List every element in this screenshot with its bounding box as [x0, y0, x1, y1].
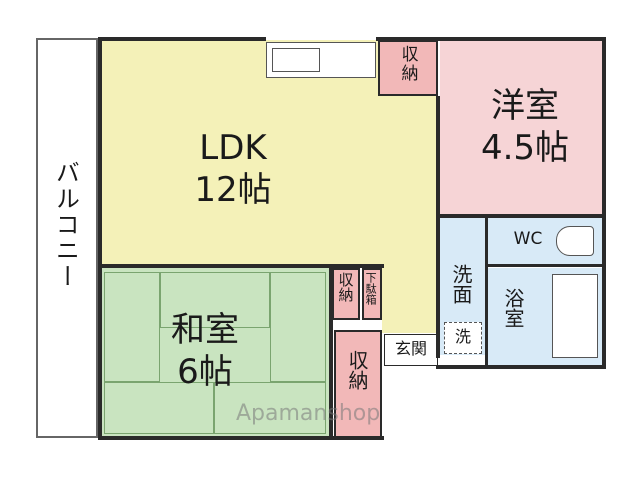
storage-mid-label: 収納: [336, 272, 355, 302]
balcony: [36, 38, 98, 438]
room-ldk-lower: [382, 265, 438, 333]
toilet-icon: [556, 226, 594, 256]
wall-right: [602, 37, 606, 368]
tatami-1: [104, 272, 160, 382]
ldk-size: 12帖: [194, 170, 272, 210]
wall-top-a: [98, 37, 266, 41]
wall-wc-bath: [486, 264, 606, 267]
wall-bottom-right: [436, 365, 606, 369]
balcony-label: バルコニー: [51, 160, 80, 290]
storage-bottom-label: 収納: [345, 350, 369, 390]
washitsu-name: 和室: [171, 310, 239, 350]
wall-bottom-left: [98, 436, 384, 440]
room-washitsu: [100, 268, 330, 438]
storage-mid: [332, 268, 360, 320]
washer-space: [444, 322, 482, 354]
wc-label: WC: [513, 229, 543, 249]
tatami-5: [214, 382, 326, 434]
yokushitsu-label: 浴室: [501, 288, 525, 328]
getabako: [362, 268, 382, 320]
wall-top-b: [376, 37, 606, 41]
bathtub-icon: [552, 274, 598, 358]
getabako-label: 下駄箱: [364, 272, 378, 305]
wall-youshitsu-bottom: [436, 214, 606, 218]
youshitsu-name: 洋室: [491, 86, 559, 126]
tatami-2: [160, 272, 270, 328]
storage-bottom: [334, 330, 382, 438]
washer-label: 洗: [454, 327, 471, 346]
washitsu-size: 6帖: [177, 352, 233, 392]
kitchen-sink: [272, 48, 320, 72]
ldk-name: LDK: [199, 128, 267, 168]
tatami-3: [270, 272, 326, 382]
wall-left: [98, 37, 102, 440]
storage-top: [378, 40, 438, 96]
senmen-label: 洗面: [449, 264, 473, 304]
wall-washitsu-right: [329, 264, 333, 440]
watermark: Apamanshop: [236, 401, 381, 426]
wall-ldk-youshitsu: [436, 96, 440, 358]
room-genkan: [384, 334, 438, 366]
wall-ldk-washitsu: [98, 264, 384, 268]
storage-top-label: 収納: [401, 45, 419, 84]
room-youshitsu: [440, 40, 604, 215]
tatami-4: [104, 382, 214, 434]
youshitsu-size: 4.5帖: [480, 128, 570, 168]
genkan-label: 玄関: [394, 339, 427, 358]
wall-senmen-right: [485, 214, 488, 368]
